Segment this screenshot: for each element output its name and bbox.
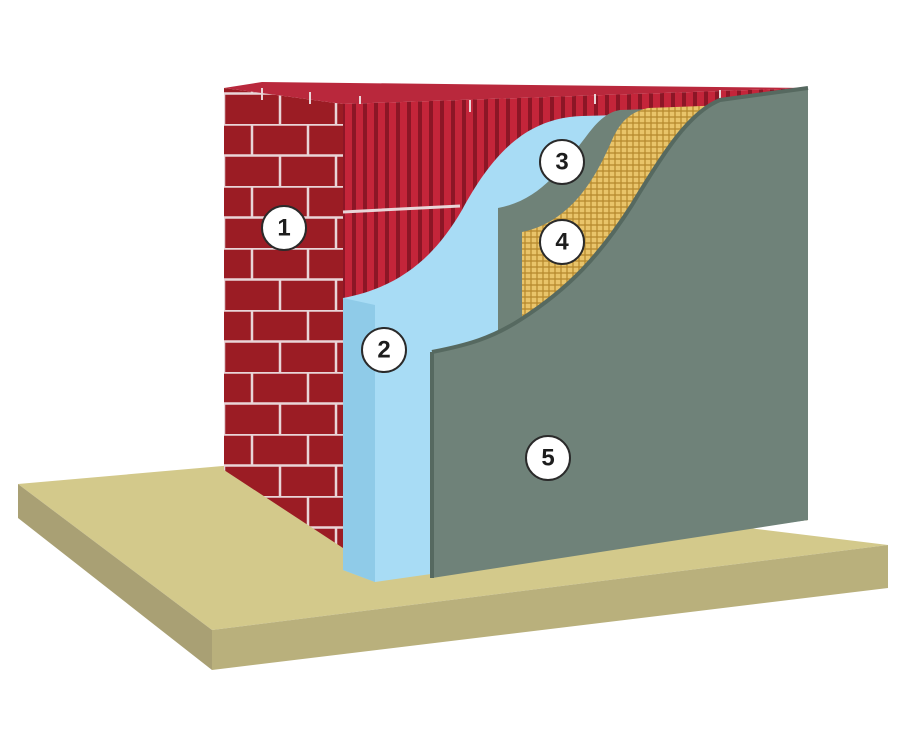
callout-1-label: 1 [277,215,290,242]
finish-render-edge [431,86,809,354]
callout-1-circle [261,205,307,251]
base-slab-side [212,545,888,670]
callout-3-circle [539,139,585,185]
brick-wall-top-joints [261,88,721,112]
callout-3: 3 [539,139,585,185]
callout-5-label: 5 [541,445,554,472]
callout-5: 5 [525,435,571,481]
callout-1: 1 [261,205,307,251]
insulation-board-edge [343,298,375,582]
callout-4-circle [539,219,585,265]
callout-2-label: 2 [377,337,390,364]
callout-2-circle [361,327,407,373]
brick-wall-left-face [224,88,343,548]
callout-4: 4 [539,219,585,265]
brick-wall-top-cap [224,82,808,104]
base-slab-front [18,484,212,670]
callout-5-circle [525,435,571,481]
callout-2: 2 [361,327,407,373]
callout-3-label: 3 [555,149,568,176]
callout-4-label: 4 [555,229,569,256]
